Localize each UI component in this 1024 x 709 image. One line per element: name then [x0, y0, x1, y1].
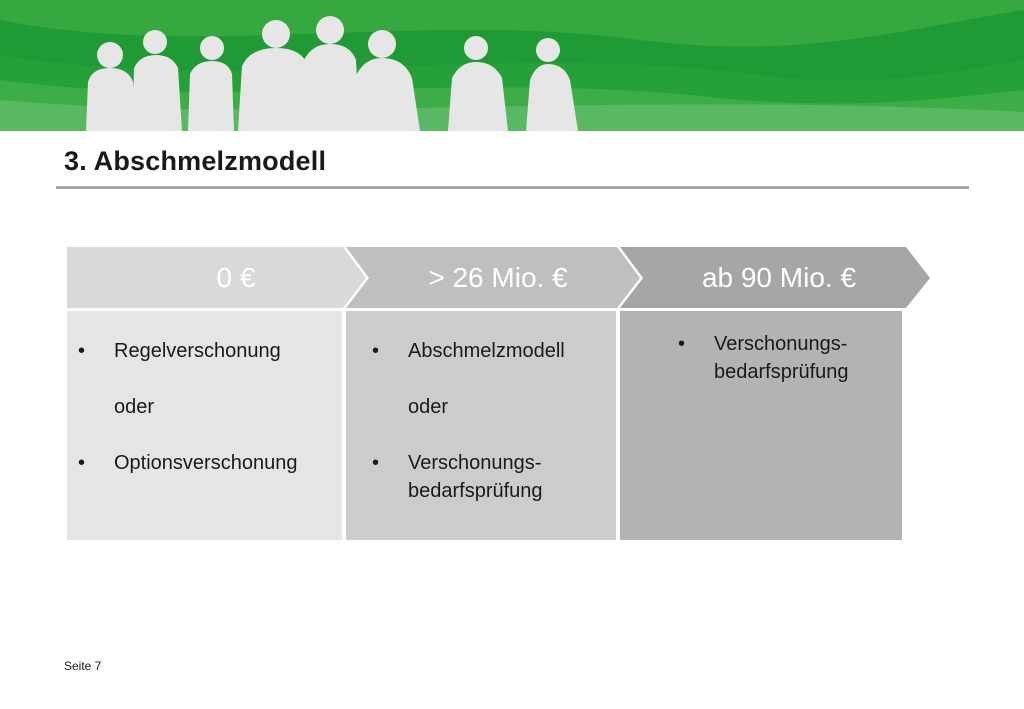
- stage-1-chevron: [67, 247, 366, 308]
- list-item: bedarfsprüfung: [408, 480, 543, 502]
- list-item: oder: [408, 396, 449, 418]
- list-item: Regelverschonung: [114, 340, 281, 362]
- stage-3-box: [620, 311, 902, 540]
- list-item: oder: [114, 396, 155, 418]
- list-item: Abschmelzmodell: [408, 340, 565, 362]
- stage-2-chevron: [346, 247, 640, 308]
- banner-graphic: [0, 0, 1024, 131]
- bullet-point: •: [372, 340, 380, 362]
- bullet-point: •: [372, 452, 380, 474]
- bullet-point: •: [678, 333, 686, 355]
- stage-2-label: > 26 Mio. €: [428, 262, 568, 293]
- header-banner: [0, 0, 1024, 131]
- stage-1-label: 0 €: [216, 262, 256, 293]
- list-item: Optionsverschonung: [114, 452, 298, 474]
- title-divider: [56, 186, 969, 189]
- list-item: bedarfsprüfung: [714, 361, 849, 383]
- list-item: Verschonungs-: [408, 452, 542, 474]
- stage-3-label: ab 90 Mio. €: [701, 262, 857, 293]
- list-item: Verschonungs-: [714, 333, 848, 355]
- page-title: 3. Abschmelzmodell: [64, 146, 327, 176]
- people-silhouettes-icon: [86, 16, 578, 131]
- stage-3-chevron: [620, 247, 930, 308]
- bullet-point: •: [78, 340, 86, 362]
- stage-2-box: [346, 311, 616, 540]
- stage-1-box: [67, 311, 342, 540]
- bullet-point: •: [78, 452, 86, 474]
- page-number: Seite 7: [64, 659, 102, 673]
